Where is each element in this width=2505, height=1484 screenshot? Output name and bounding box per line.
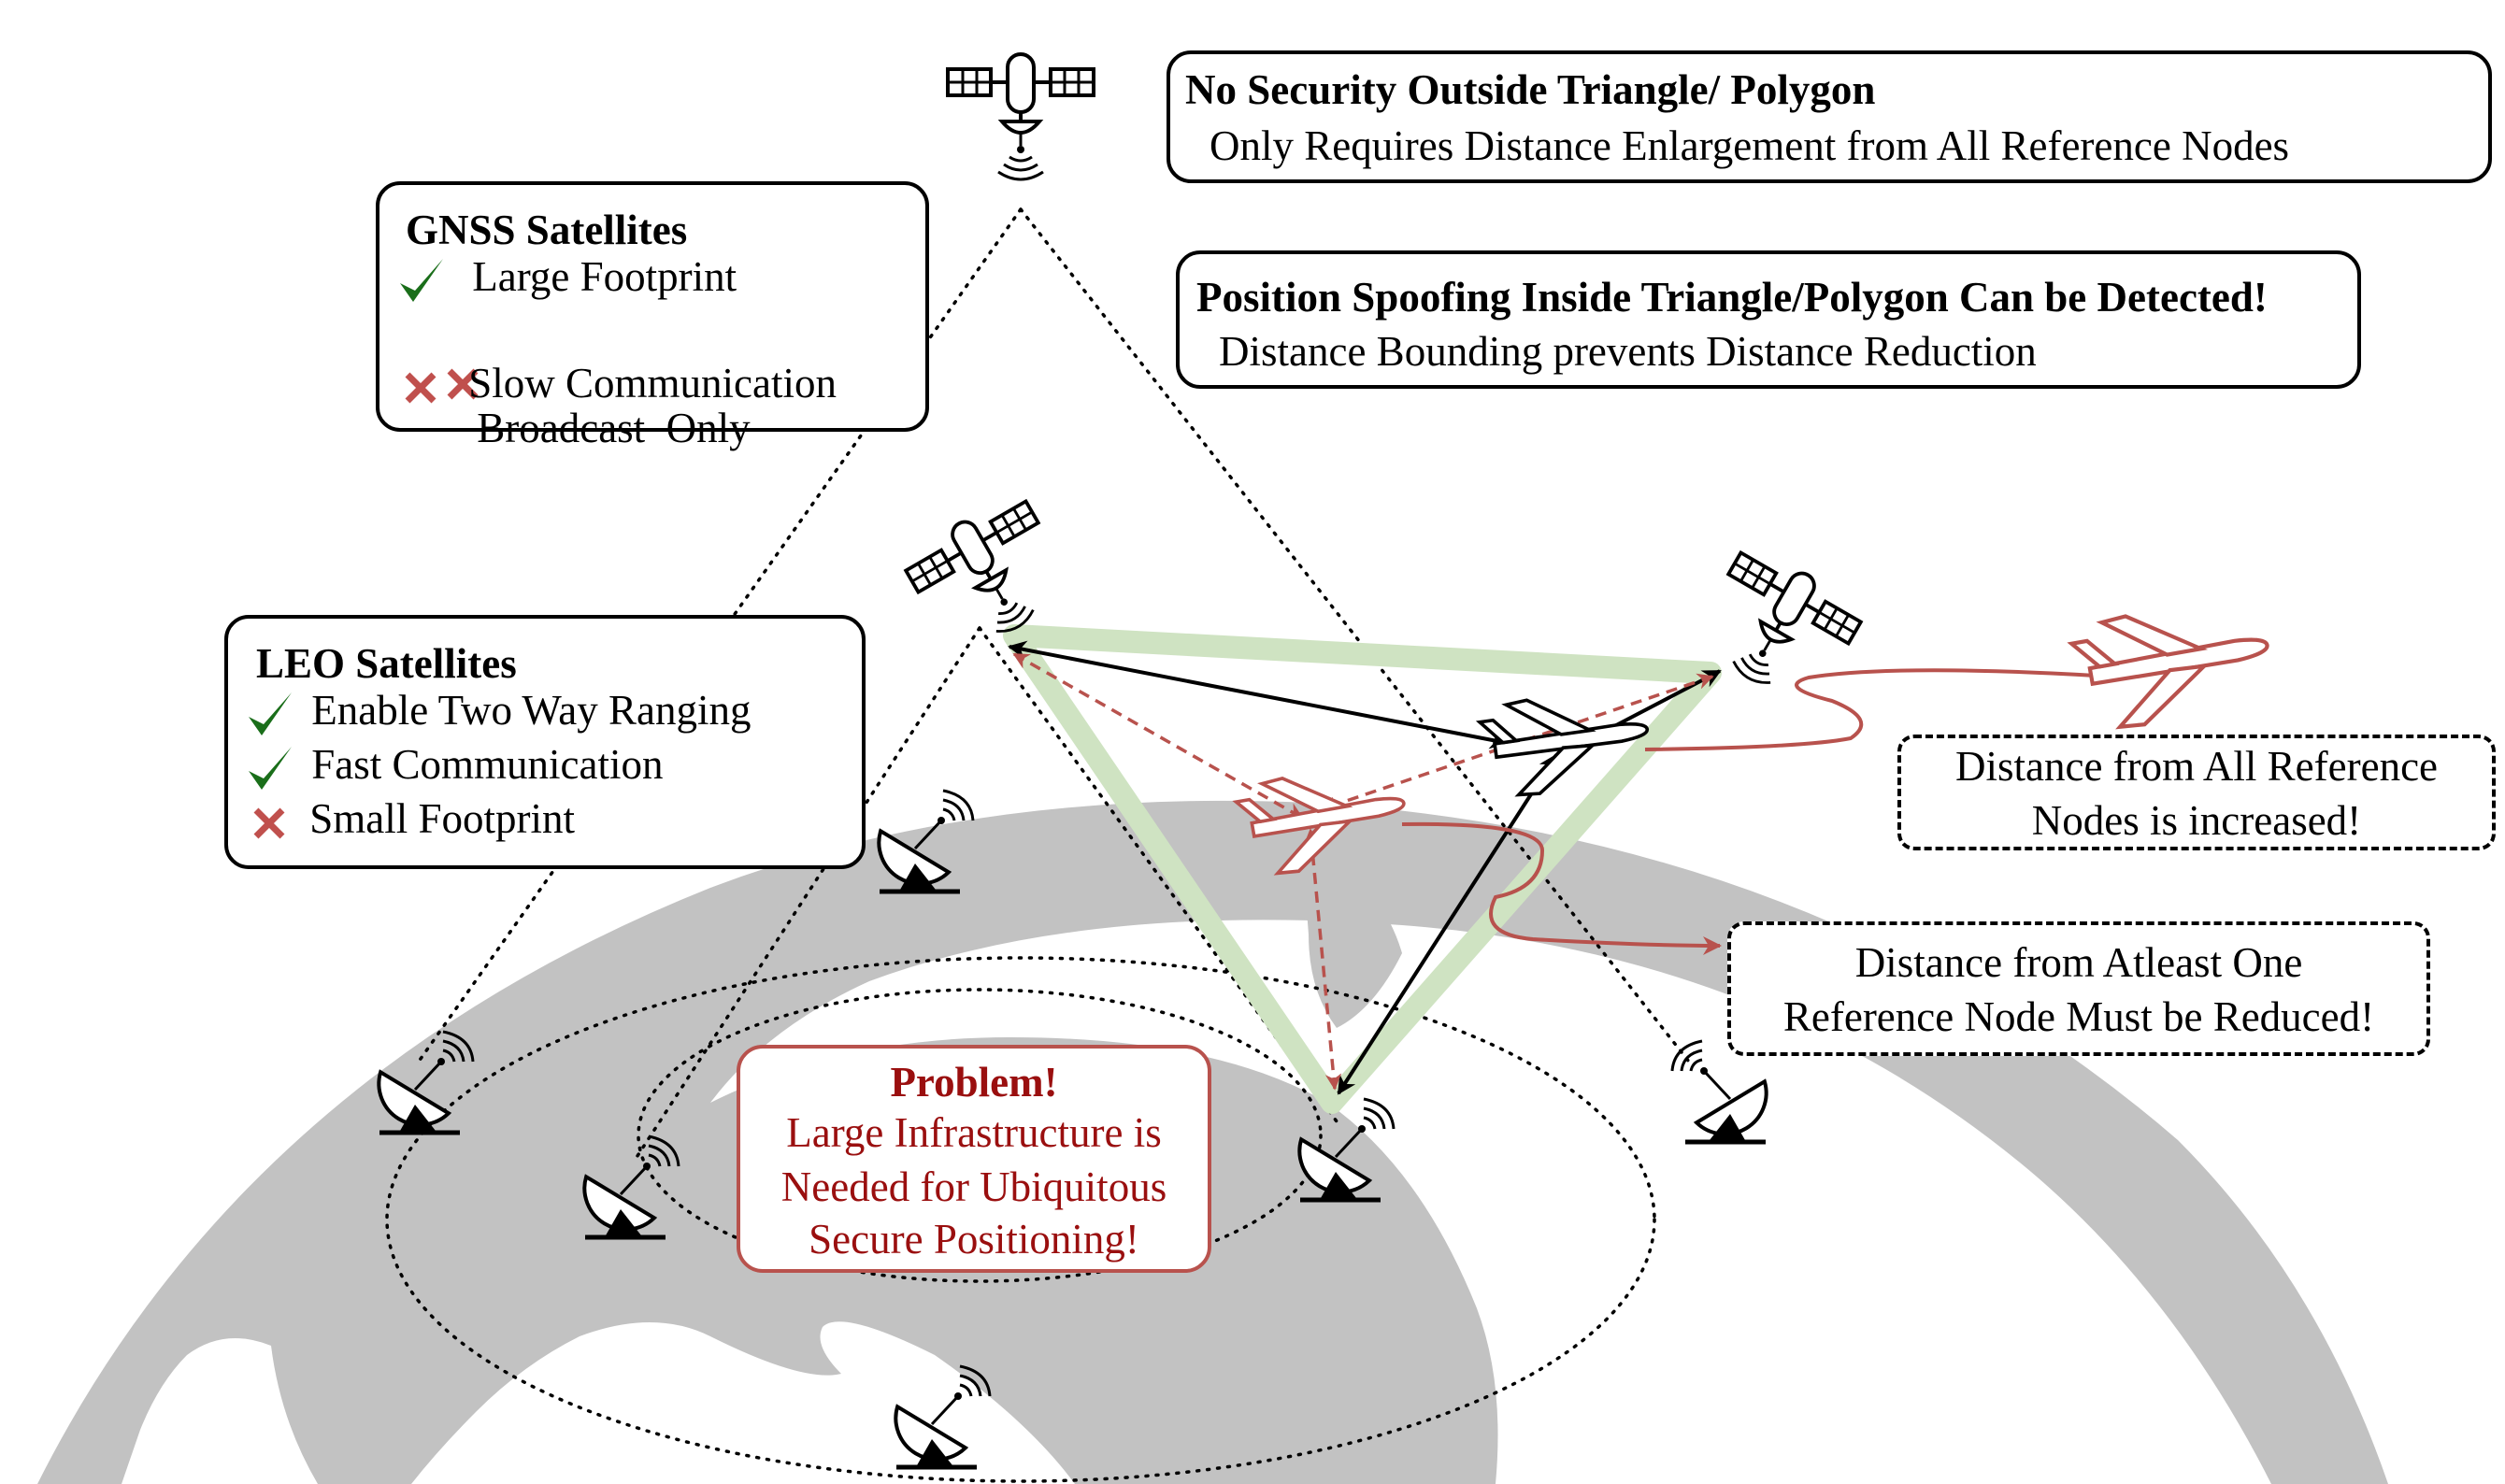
inside-polygon-text: Distance Bounding prevents Distance Redu… (1219, 328, 2037, 375)
problem-line3: Secure Positioning! (809, 1216, 1139, 1263)
problem-line2: Needed for Ubiquitous (780, 1163, 1167, 1210)
gnss-title: GNSS Satellites (406, 207, 688, 253)
distance-reduced-line2: Reference Node Must be Reduced! (1782, 993, 2375, 1040)
check-icon (249, 692, 292, 735)
cross-icon (405, 372, 437, 404)
outside-polygon-text: Only Requires Distance Enlargement from … (1210, 122, 2290, 169)
gnss-item-text: Broadcast Only (466, 405, 751, 451)
distance-increased-box: Distance from All Reference Nodes is inc… (1897, 735, 2496, 850)
distance-increased-line1: Distance from All Reference (1954, 743, 2439, 790)
distance-increased-line2: Nodes is increased! (2031, 797, 2362, 844)
leo-item-3: Small Footprint (252, 794, 575, 843)
inside-polygon-title: Position Spoofing Inside Triangle/Polygo… (1196, 274, 2268, 321)
check-icon (400, 258, 443, 302)
ground-antenna-icon (1672, 1041, 1768, 1142)
spoofed-airplane-target-icon (2068, 592, 2277, 735)
distance-reduced-box: Distance from Atleast One Reference Node… (1727, 921, 2430, 1056)
earth-ring (37, 800, 2388, 1484)
leo-item-1: Enable Two Way Ranging (247, 686, 752, 739)
inside-polygon-box: Position Spoofing Inside Triangle/Polygo… (1176, 250, 2361, 389)
outside-polygon-title: No Security Outside Triangle/ Polygon (1185, 66, 1876, 113)
leo-item-text: Small Footprint (309, 795, 576, 842)
gnss-item-3: Slow Communication (404, 359, 837, 407)
cross-icon (447, 368, 479, 400)
gnss-item-1: Large Footprint (398, 252, 737, 306)
leo-item-2: Fast Communication (247, 740, 664, 793)
problem-line1: Large Infrastructure is (786, 1109, 1162, 1156)
distance-reduced-line1: Distance from Atleast One (1854, 939, 2303, 986)
gnss-item-text: Large Footprint (472, 253, 737, 300)
leo-satellites-box: LEO Satellites Enable Two Way Ranging Fa… (224, 615, 866, 869)
problem-title: Problem! (890, 1059, 1058, 1106)
leo-title: LEO Satellites (256, 640, 517, 687)
outside-polygon-box: No Security Outside Triangle/ Polygon On… (1167, 50, 2492, 183)
cross-icon (253, 807, 285, 839)
leo-item-text: Fast Communication (311, 741, 664, 788)
problem-box: Problem! Large Infrastructure is Needed … (737, 1045, 1211, 1273)
gnss-satellite-icon (946, 52, 1095, 181)
gnss-item-text: Slow Communication (468, 360, 837, 407)
gnss-satellites-box: GNSS Satellites Large Footprint Broadcas… (376, 181, 929, 451)
gnss-item-2: Broadcast Only (404, 307, 751, 501)
leo-satellite-right-icon (1686, 538, 1870, 715)
leo-item-text: Enable Two Way Ranging (311, 687, 752, 734)
check-icon (249, 746, 292, 790)
